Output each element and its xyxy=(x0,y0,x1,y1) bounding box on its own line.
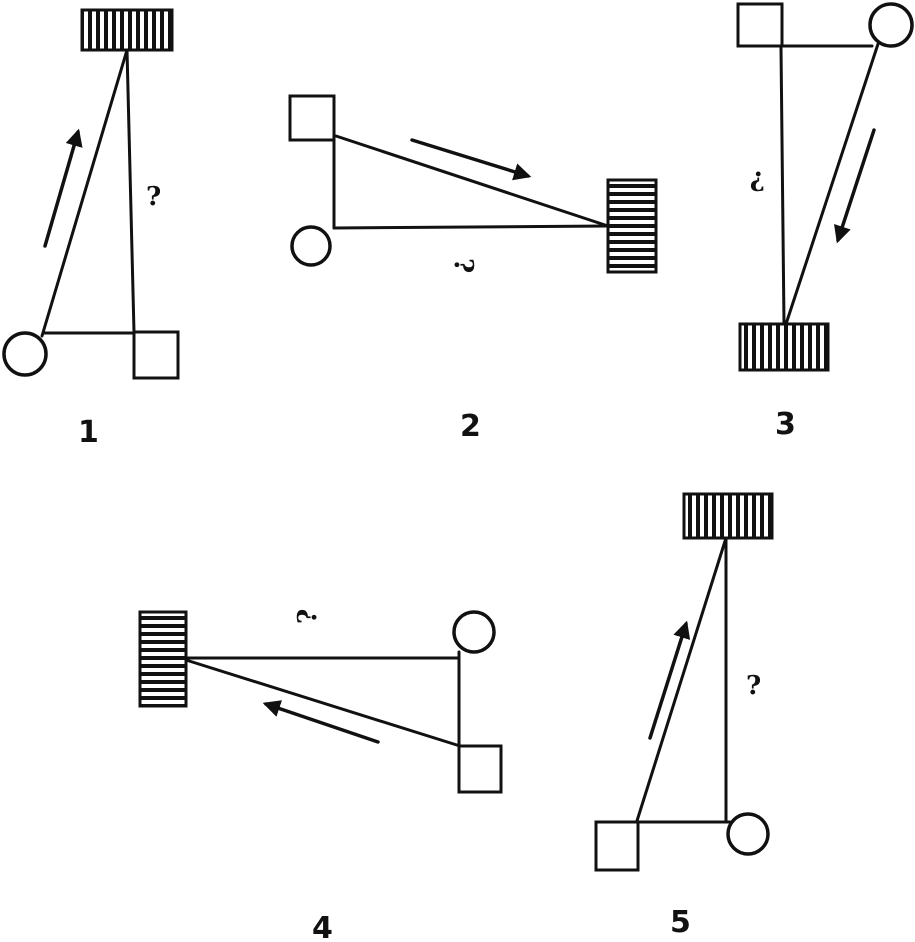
direction-arrow-icon xyxy=(648,620,691,740)
circle-node-icon xyxy=(2,331,48,377)
square-node-icon xyxy=(132,330,180,380)
diagram-label: 2 xyxy=(460,409,481,444)
unknown-mark: ? xyxy=(448,258,478,273)
hatched-block-icon xyxy=(682,492,774,540)
unknown-mark: ? xyxy=(750,165,765,195)
hatched-block-icon xyxy=(138,610,188,708)
unknown-mark: ? xyxy=(293,609,323,624)
diagram-label: 3 xyxy=(775,407,796,442)
diagram-5: ? 5 xyxy=(594,492,774,940)
direction-arrow-icon xyxy=(43,128,83,248)
hatched-block-icon xyxy=(738,322,830,372)
circle-node-icon xyxy=(868,2,914,48)
hatched-block-icon xyxy=(606,178,658,274)
circle-node-icon xyxy=(452,610,496,654)
diagram-label: 1 xyxy=(78,415,99,450)
circle-node-icon xyxy=(290,225,332,267)
diagram-3: ? 3 xyxy=(736,2,914,442)
line-circle-to-block xyxy=(40,48,129,338)
line-block-to-square xyxy=(125,48,136,334)
unknown-mark: ? xyxy=(746,671,761,701)
hatched-block-icon xyxy=(80,8,174,52)
square-node-icon xyxy=(594,820,640,872)
direction-arrow-icon xyxy=(262,700,380,744)
unknown-mark: ? xyxy=(146,182,161,212)
line-square-to-block xyxy=(779,46,786,326)
direction-arrow-icon xyxy=(834,128,876,244)
square-node-icon xyxy=(288,94,336,142)
line-block-to-square xyxy=(184,658,462,748)
square-node-icon xyxy=(736,2,784,48)
circle-node-icon xyxy=(726,812,770,856)
diagram-label: 5 xyxy=(670,905,691,940)
line-circle-to-block xyxy=(784,42,880,326)
diagram-2: ? 2 xyxy=(288,94,658,444)
square-node-icon xyxy=(457,744,503,794)
diagram-label: 4 xyxy=(312,911,333,942)
line-circle-to-block xyxy=(332,224,610,230)
line-square-to-block xyxy=(634,536,728,826)
line-square-to-block xyxy=(334,134,610,228)
direction-arrow-icon xyxy=(410,138,532,181)
diagram-1: ? 1 xyxy=(2,8,180,450)
diagram-4: ? 4 xyxy=(138,609,503,942)
